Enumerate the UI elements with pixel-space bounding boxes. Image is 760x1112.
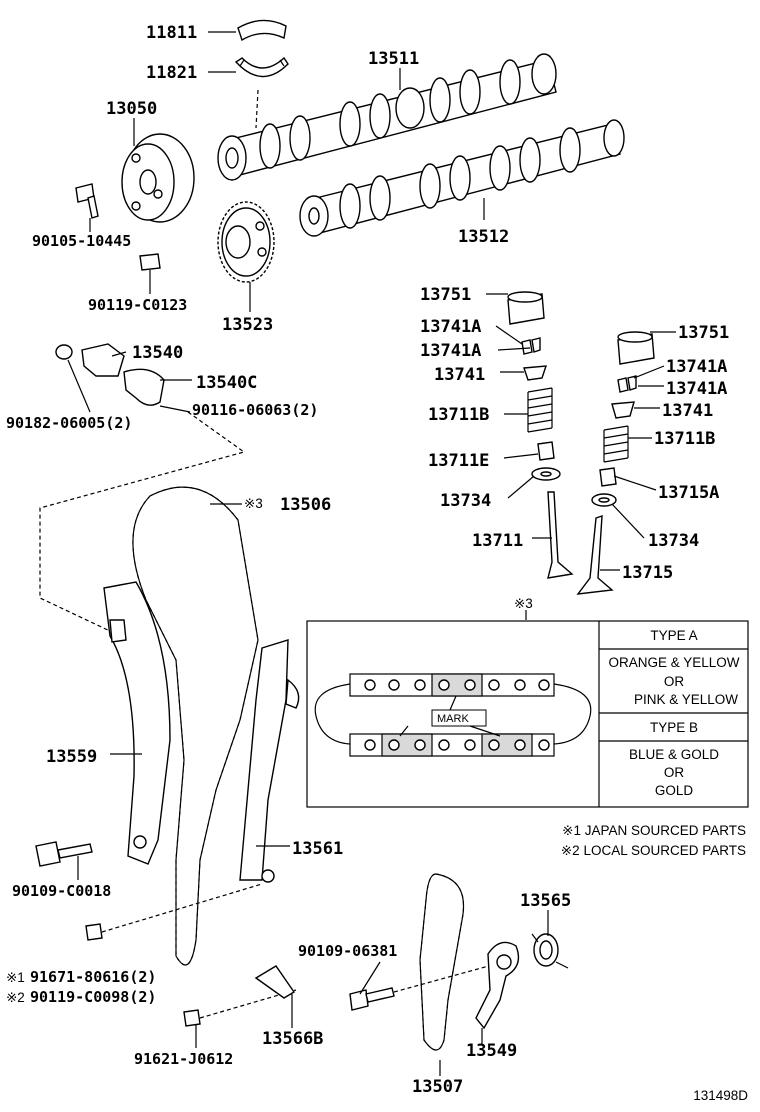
spring-seat-13734-right <box>591 493 617 507</box>
label-13566b: 13566B <box>262 1029 323 1049</box>
label-13559: 13559 <box>46 747 97 767</box>
label-13741-right: 13741 <box>662 401 713 421</box>
label-13565: 13565 <box>520 891 571 911</box>
valve-retainer-13741-right <box>611 401 635 419</box>
label-13506-ref: ※3 <box>244 496 263 511</box>
bearing-lower-11821 <box>234 56 289 78</box>
inset-chain-drawing: MARK <box>314 673 592 757</box>
chain-mark-inset: ※3 <box>306 596 749 808</box>
label-13540: 13540 <box>132 343 183 363</box>
label-11821: 11821 <box>146 63 197 83</box>
camshaft-13511 <box>217 53 557 181</box>
label-11811: 11811 <box>146 23 197 43</box>
label-13751-left: 13751 <box>420 285 471 305</box>
label-13741-left: 13741 <box>434 365 485 385</box>
valve-retainer-13741-left <box>523 365 548 381</box>
label-13741a-right-2: 13741A <box>666 379 727 399</box>
oil-pump-chain-13507 <box>419 873 465 1051</box>
chain-tensioner-13540 <box>55 343 191 413</box>
label-13540c: 13540C <box>196 373 257 393</box>
label-13050: 13050 <box>106 99 157 119</box>
sprocket-13523 <box>217 201 275 283</box>
label-13523: 13523 <box>222 315 273 335</box>
label-13506: 13506 <box>280 495 331 515</box>
bolt-90105-10445 <box>75 183 99 219</box>
valve-keeper-13741a-right <box>617 375 637 393</box>
chain-guide-13559 <box>103 581 171 865</box>
valve-keeper-13741a-left <box>521 337 541 355</box>
label-13711: 13711 <box>472 531 523 551</box>
bolt-90119-c0123 <box>139 253 161 271</box>
label-13734-right: 13734 <box>648 531 699 551</box>
valve-spring-13711b-right <box>603 425 629 463</box>
label-91671-ref: ※1 <box>6 970 25 985</box>
valve-spring-13711b-left <box>527 387 553 433</box>
label-90109-06381: 90109-06381 <box>298 942 397 960</box>
bolt-90109-06381 <box>349 987 395 1011</box>
camshaft-13512 <box>299 119 625 237</box>
label-13549: 13549 <box>466 1041 517 1061</box>
label-91621-j0612: 91621-J0612 <box>134 1050 233 1068</box>
bearing-upper-11811 <box>237 19 287 42</box>
spring-13565 <box>531 933 569 969</box>
valve-lifter-13751-right <box>617 331 655 365</box>
label-90105-10445: 90105-10445 <box>32 232 131 250</box>
label-13741a-left-1: 13741A <box>420 317 481 337</box>
label-90119-c0098: 90119-C0098(2) <box>30 988 156 1006</box>
vvt-gear-13050 <box>121 133 195 223</box>
leader-lines <box>67 31 676 1076</box>
label-90116-06063: 90116-06063(2) <box>192 401 318 419</box>
valve-13711-left <box>547 491 574 579</box>
label-90182-06005: 90182-06005(2) <box>6 414 132 432</box>
note-japan-sourced: ※1 JAPAN SOURCED PARTS <box>562 823 746 838</box>
inset-type-a-line3: PINK & YELLOW <box>634 692 738 707</box>
inset-ref-mark: ※3 <box>514 596 533 611</box>
label-91671-80616: 91671-80616(2) <box>30 968 156 986</box>
label-13711e: 13711E <box>428 451 489 471</box>
label-13734-left: 13734 <box>440 491 491 511</box>
label-90119-c0098-ref: ※2 <box>6 990 25 1005</box>
inset-type-a: TYPE A <box>650 628 697 643</box>
label-90109-c0018: 90109-C0018 <box>12 882 111 900</box>
inset-mark-label: MARK <box>437 713 469 725</box>
bolt-90109-c0018 <box>35 841 93 867</box>
chain-guide-13561 <box>239 639 300 883</box>
figure-id: 131498D <box>693 1088 748 1103</box>
valve-seal-13715a-right <box>599 467 617 487</box>
label-90119-c0123: 90119-C0123 <box>88 296 187 314</box>
label-13511: 13511 <box>368 49 419 69</box>
chain-damper-13566b <box>254 965 296 999</box>
spring-seat-13734-left <box>531 467 561 481</box>
valve-seal-13711e-left <box>537 441 555 461</box>
inset-type-b-line1: BLUE & GOLD <box>629 747 719 762</box>
tensioner-arm-13549 <box>475 941 520 1030</box>
inset-type-a-line2: OR <box>664 674 685 689</box>
label-13507: 13507 <box>412 1077 463 1097</box>
note-local-sourced: ※2 LOCAL SOURCED PARTS <box>561 843 746 858</box>
inset-type-a-line1: ORANGE & YELLOW <box>608 655 739 670</box>
inset-type-b-line3: GOLD <box>655 783 694 798</box>
label-13715a: 13715A <box>658 483 719 503</box>
bolt-91671-80616 <box>85 923 103 941</box>
valve-lifter-13751-left <box>507 291 545 325</box>
label-13561: 13561 <box>292 839 343 859</box>
timing-chain-13506 <box>132 486 259 966</box>
label-13512: 13512 <box>458 227 509 247</box>
inset-type-b-line2: OR <box>664 765 685 780</box>
label-13751-right: 13751 <box>678 323 729 343</box>
label-13741a-left-2: 13741A <box>420 341 481 361</box>
label-13711b-left: 13711B <box>428 405 489 425</box>
label-13741a-right-1: 13741A <box>666 357 727 377</box>
bolt-91621-j0612 <box>183 1009 201 1027</box>
label-13715: 13715 <box>622 563 673 583</box>
inset-type-b: TYPE B <box>650 720 698 735</box>
valve-13715-right <box>576 515 614 595</box>
label-13711b-right: 13711B <box>654 429 715 449</box>
